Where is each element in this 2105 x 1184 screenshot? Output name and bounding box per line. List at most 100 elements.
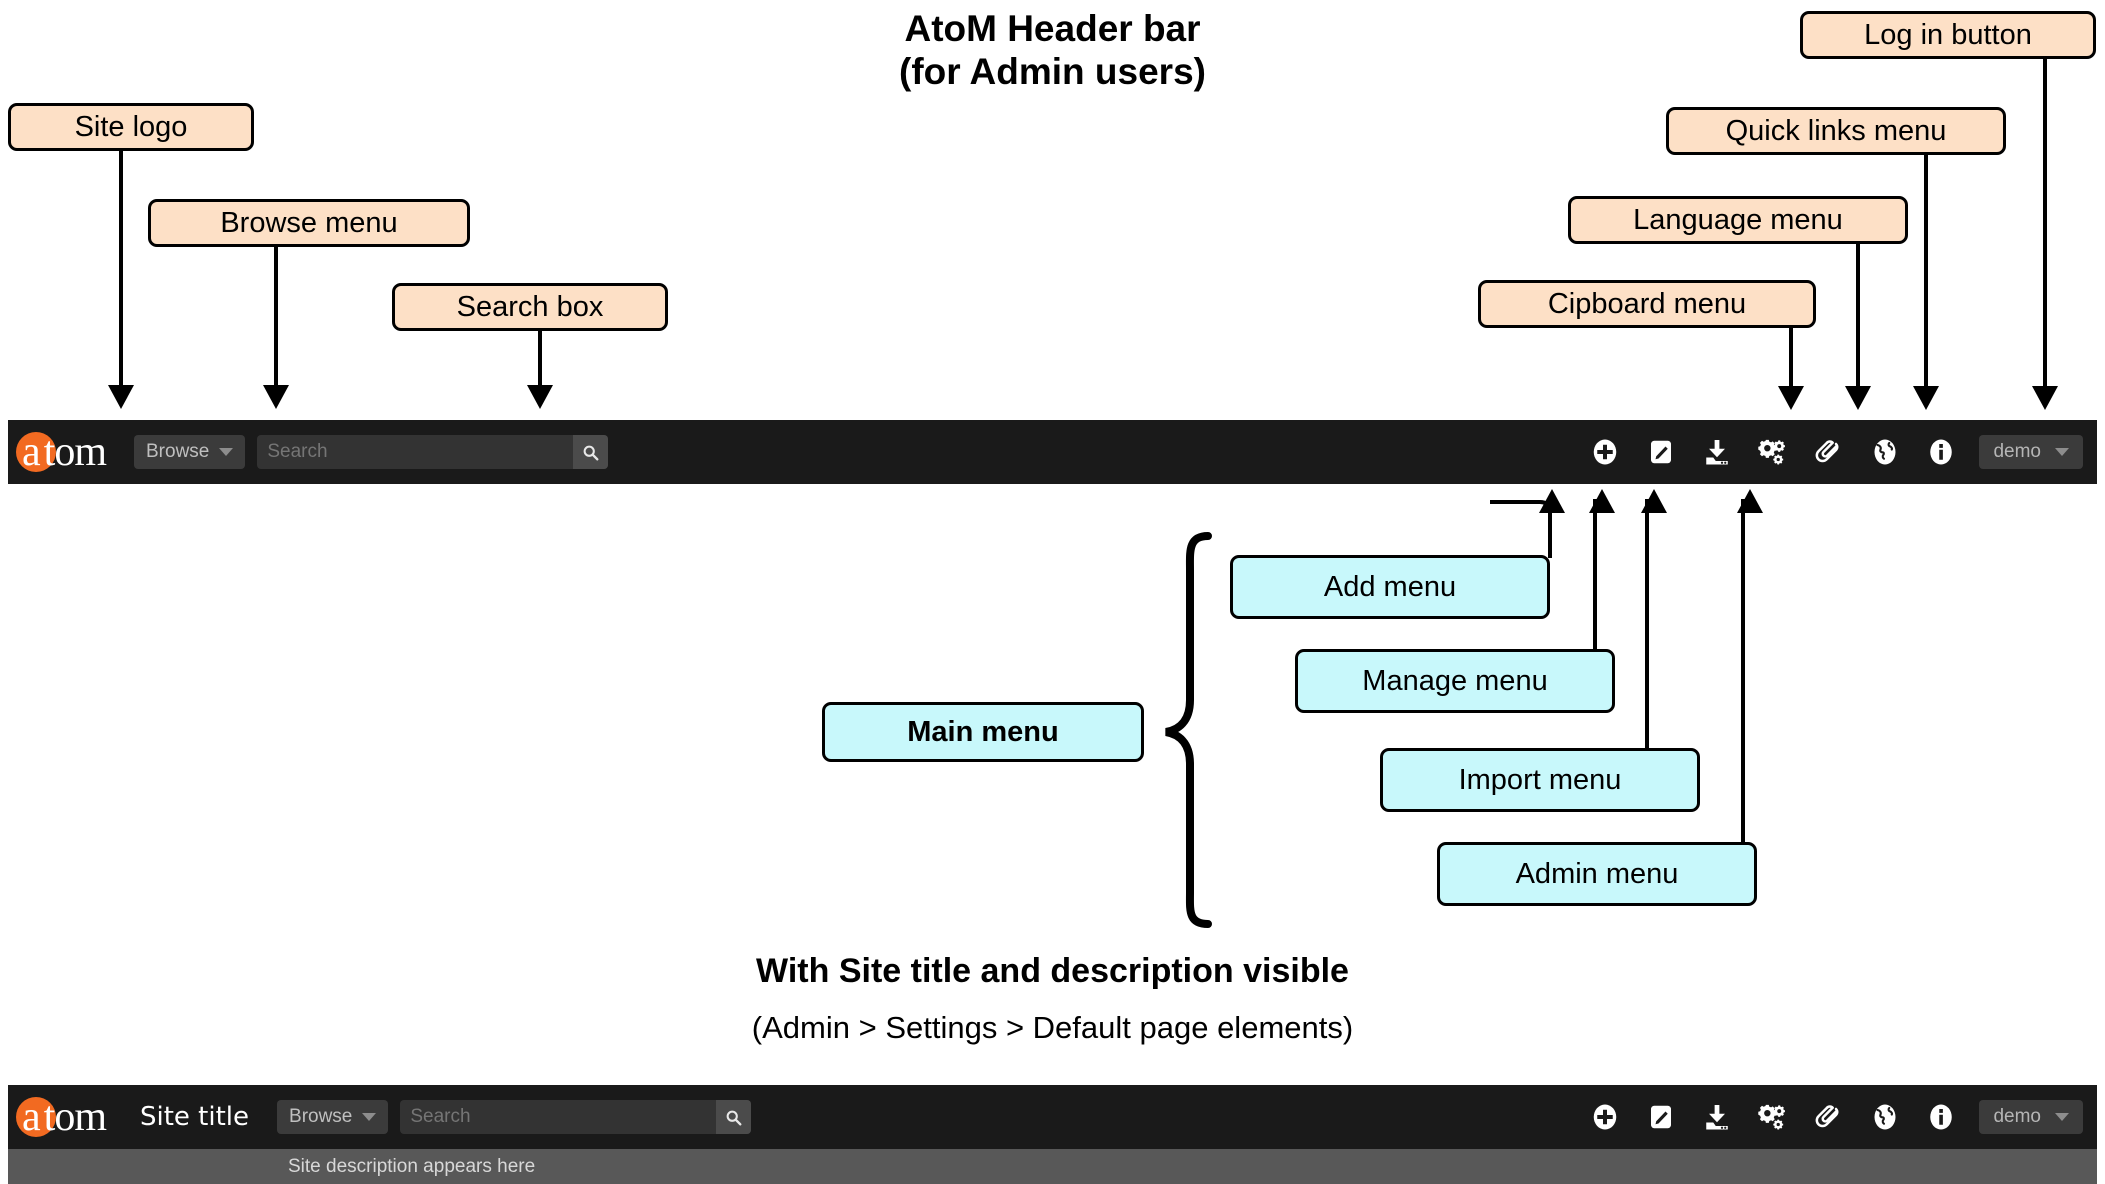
manage-icon	[1651, 440, 1672, 464]
arrow-search-box	[527, 385, 553, 409]
callout-label: Cipboard menu	[1547, 287, 1747, 320]
leader-line-log-in-button	[2043, 59, 2047, 392]
search-input[interactable]	[400, 1100, 716, 1134]
search-submit-button[interactable]	[715, 1100, 752, 1134]
leader-line-admin-menu	[1741, 499, 1745, 857]
callout-language-menu: Language menu	[1568, 196, 1908, 244]
clipboard-menu-button[interactable]	[1801, 430, 1857, 474]
logo-text: tom	[43, 1094, 107, 1140]
page-title-line1: AtoM Header bar	[904, 8, 1201, 49]
browse-menu-label: Browse	[146, 441, 210, 462]
arrow-manage-menu	[1589, 489, 1615, 513]
leader-line-manage-menu	[1593, 499, 1597, 667]
browse-menu-button[interactable]: Browse	[277, 1100, 389, 1134]
arrow-browse-menu	[263, 385, 289, 409]
logo-text: tom	[43, 429, 107, 475]
chevron-down-icon	[2055, 1113, 2069, 1121]
import-menu-button[interactable]	[1689, 1095, 1745, 1139]
admin-icon	[1758, 1104, 1786, 1130]
language-menu-button[interactable]	[1857, 1095, 1913, 1139]
admin-icon	[1758, 439, 1786, 465]
browse-menu-label: Browse	[289, 1106, 353, 1127]
arrow-site-logo	[108, 385, 134, 409]
brace-main-menu	[1165, 532, 1212, 928]
leader-line-clipboard-menu	[1789, 328, 1793, 392]
quicklinks-icon	[1930, 1104, 1953, 1130]
clipboard-menu-button[interactable]	[1801, 1095, 1857, 1139]
manage-icon	[1651, 1105, 1672, 1129]
add-menu-button[interactable]	[1577, 430, 1633, 474]
callout-label: Search box	[456, 290, 604, 323]
language-icon	[1874, 1104, 1896, 1130]
arrow-log-in-button	[2032, 386, 2058, 410]
callout-browse-menu: Browse menu	[148, 199, 470, 247]
chevron-down-icon	[219, 448, 234, 456]
clipboard-icon	[1816, 440, 1839, 463]
leader-line-search-box	[538, 331, 542, 391]
callout-log-in-button: Log in button	[1800, 11, 2096, 59]
chevron-down-icon	[362, 1113, 377, 1121]
arrow-clipboard-menu	[1778, 386, 1804, 410]
main-menu-icons	[1577, 430, 1969, 474]
leader-line-browse-menu	[274, 247, 278, 391]
callout-import-menu: Import menu	[1380, 748, 1700, 812]
manage-menu-button[interactable]	[1633, 430, 1689, 474]
chevron-down-icon	[2055, 448, 2069, 456]
add-icon	[1594, 439, 1617, 465]
callout-label: Quick links menu	[1725, 114, 1947, 147]
arrow-import-menu	[1641, 489, 1667, 513]
main-menu-icons	[1577, 1095, 1969, 1139]
callout-label: Manage menu	[1362, 664, 1548, 697]
user-menu-label: demo	[1993, 441, 2041, 462]
section-subtitle: (Admin > Settings > Default page element…	[751, 1010, 1354, 1045]
callout-search-box: Search box	[392, 283, 668, 331]
logo-circle-icon	[16, 432, 56, 472]
search-box[interactable]	[257, 435, 609, 469]
callout-clipboard-menu: Cipboard menu	[1478, 280, 1816, 328]
clipboard-icon	[1816, 1105, 1839, 1128]
site-logo[interactable]: a tom	[8, 420, 107, 484]
callout-label: Log in button	[1864, 18, 2032, 51]
quick-links-menu-button[interactable]	[1913, 1095, 1969, 1139]
browse-menu-button[interactable]: Browse	[134, 435, 246, 469]
admin-menu-button[interactable]	[1745, 430, 1801, 474]
manage-menu-button[interactable]	[1633, 1095, 1689, 1139]
language-icon	[1874, 439, 1896, 465]
callout-label: Site logo	[74, 110, 188, 143]
user-menu-button[interactable]: demo	[1979, 435, 2083, 469]
callout-site-logo: Site logo	[8, 103, 254, 151]
site-logo[interactable]: a tom	[8, 1085, 107, 1149]
search-submit-button[interactable]	[572, 435, 609, 469]
callout-label: Language menu	[1633, 203, 1843, 236]
admin-menu-button[interactable]	[1745, 1095, 1801, 1139]
leader-line-import-menu	[1645, 499, 1649, 762]
callout-label: Import menu	[1458, 763, 1622, 796]
logo-initial: a	[22, 429, 41, 475]
quicklinks-icon	[1930, 439, 1953, 465]
arrow-quick-links-menu	[1913, 386, 1939, 410]
callout-quick-links-menu: Quick links menu	[1666, 107, 2006, 155]
leader-line-site-logo	[119, 151, 123, 391]
atom-header-bar-bottom: a tom Site title Browse	[8, 1085, 2097, 1149]
leader-line-quick-links-menu	[1924, 155, 1928, 392]
arrow-add-menu	[1539, 489, 1565, 513]
page-title-line2: (for Admin users)	[899, 50, 1206, 92]
callout-label: Add menu	[1323, 570, 1457, 603]
language-menu-button[interactable]	[1857, 430, 1913, 474]
callout-manage-menu: Manage menu	[1295, 649, 1615, 713]
search-input[interactable]	[257, 435, 573, 469]
add-menu-button[interactable]	[1577, 1095, 1633, 1139]
callout-add-menu: Add menu	[1230, 555, 1550, 619]
page-title: AtoM Header bar (for Admin users)	[0, 8, 2105, 93]
atom-header-bar-top: a tom Browse	[8, 420, 2097, 484]
arrow-admin-menu	[1737, 489, 1763, 513]
section-title: With Site title and description visible	[756, 952, 1349, 990]
search-icon	[583, 445, 599, 460]
import-menu-button[interactable]	[1689, 430, 1745, 474]
site-description: Site description appears here	[288, 1155, 536, 1177]
callout-main-menu: Main menu	[822, 702, 1144, 762]
user-menu-button[interactable]: demo	[1979, 1100, 2083, 1134]
search-box[interactable]	[400, 1100, 752, 1134]
quick-links-menu-button[interactable]	[1913, 430, 1969, 474]
search-icon	[726, 1110, 742, 1125]
